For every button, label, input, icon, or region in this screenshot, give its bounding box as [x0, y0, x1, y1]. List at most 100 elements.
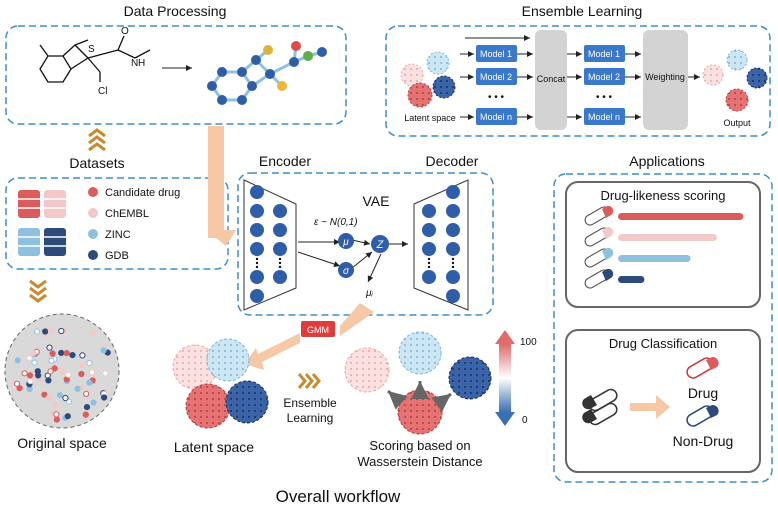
original-point — [27, 372, 34, 379]
molecule-chlorine-label: Cl — [98, 86, 107, 97]
original-point — [48, 357, 55, 364]
nn-node — [422, 270, 436, 284]
non-drug-label: Non-Drug — [673, 433, 734, 449]
nn-node — [422, 242, 436, 256]
ensemble-latent-space-label: Latent space — [404, 113, 456, 123]
original-point — [101, 394, 108, 401]
chevron-up-icon — [88, 128, 106, 152]
right-model-1-label: Model 1 — [588, 49, 620, 59]
decoder-trapezoid — [413, 179, 469, 311]
original-point — [102, 370, 109, 377]
original-point — [82, 411, 89, 418]
molecule-sulfur-label: S — [88, 44, 95, 55]
capsule-icon — [584, 247, 614, 268]
original-point — [74, 385, 81, 392]
sigma-label: σ — [343, 266, 350, 277]
epsilon-label: ε ~ N(0,1) — [314, 217, 358, 228]
nn-ellipsis-dot — [427, 257, 431, 261]
score-bars — [618, 213, 744, 283]
chevron-down-icon — [29, 279, 47, 303]
database-icons — [18, 190, 66, 256]
left-model-n-label: Model n — [480, 112, 512, 122]
original-point — [51, 365, 58, 372]
score-bar — [618, 213, 744, 220]
chevron-right-icon — [297, 373, 321, 389]
legend-label: GDB — [105, 250, 129, 262]
gmm-label: GMM — [307, 325, 329, 335]
nn-node — [422, 204, 436, 218]
capsule-icon — [584, 268, 614, 289]
ensemble-output-clusters — [702, 49, 768, 112]
nn-node — [273, 242, 287, 256]
nn-ellipsis-dot — [278, 265, 282, 269]
original-point — [21, 370, 28, 377]
molecule-hydrogen-label: H — [138, 58, 145, 69]
weighting-block — [643, 30, 688, 130]
ensemble-arrows — [460, 35, 700, 120]
datasets-label: Datasets — [69, 155, 124, 171]
latent-nodes — [297, 233, 408, 283]
left-dots: • • • — [488, 92, 505, 103]
legend-label: ChEMBL — [105, 208, 149, 220]
mu-to-gmm-arrow — [340, 303, 374, 336]
right-model-2-label: Model 2 — [588, 72, 620, 82]
original-point — [78, 370, 85, 378]
nn-node — [446, 204, 460, 218]
nn-ellipsis-dot — [255, 265, 259, 269]
nn-node — [422, 223, 436, 237]
original-point — [42, 328, 49, 335]
latent-space-label: Latent space — [174, 439, 254, 455]
score-bar — [618, 234, 717, 241]
original-point — [34, 328, 41, 335]
database-icon-zinc — [18, 228, 40, 256]
nn-node — [446, 185, 460, 199]
ensemble-learning-caption-1: Ensemble — [283, 396, 337, 410]
original-point — [45, 377, 52, 384]
original-point — [31, 359, 38, 366]
z-label: Z — [376, 239, 385, 251]
capsule-icon — [584, 226, 614, 247]
nn-node — [250, 185, 264, 199]
original-point — [83, 390, 90, 397]
ensemble-learning-caption-2: Learning — [287, 411, 334, 425]
concat-block — [535, 30, 567, 130]
original-space-points — [14, 327, 111, 423]
nn-ellipsis-dot — [451, 257, 455, 261]
applications-label: Applications — [629, 153, 705, 169]
nn-node — [446, 242, 460, 256]
nn-node — [250, 242, 264, 256]
ensemble-left-models — [476, 45, 517, 125]
encoder-label: Encoder — [259, 153, 311, 169]
drug-capsule-icon — [686, 356, 719, 379]
left-model-1-label: Model 1 — [480, 49, 512, 59]
ensemble-input-clusters — [400, 51, 456, 108]
original-point — [56, 392, 64, 399]
original-point — [90, 399, 97, 406]
nn-ellipsis-dot — [255, 257, 259, 261]
datasets-box — [5, 177, 229, 270]
nn-ellipsis-dot — [451, 261, 455, 265]
nn-node — [446, 289, 460, 303]
original-point — [79, 352, 86, 359]
original-point — [47, 368, 54, 375]
original-point — [53, 411, 60, 418]
database-icon-candidate — [18, 190, 40, 218]
mu-i-label: μᵢ — [365, 288, 373, 299]
original-point — [86, 360, 93, 367]
nn-ellipsis-dot — [451, 265, 455, 269]
nn-node — [250, 204, 264, 218]
latent-space-clusters — [172, 338, 269, 429]
original-point — [65, 371, 72, 378]
nn-node — [446, 270, 460, 284]
molecule-nitrogen-label: N — [131, 58, 138, 69]
original-point — [29, 350, 36, 357]
original-point — [63, 350, 70, 357]
database-icon-gdb — [44, 228, 66, 256]
original-point — [65, 398, 72, 405]
legend-label: Candidate drug — [105, 187, 180, 199]
original-point — [58, 349, 65, 356]
original-point — [89, 329, 97, 336]
legend-label: ZINC — [105, 229, 131, 241]
vae-network-nodes — [250, 185, 460, 303]
original-point — [16, 385, 23, 392]
